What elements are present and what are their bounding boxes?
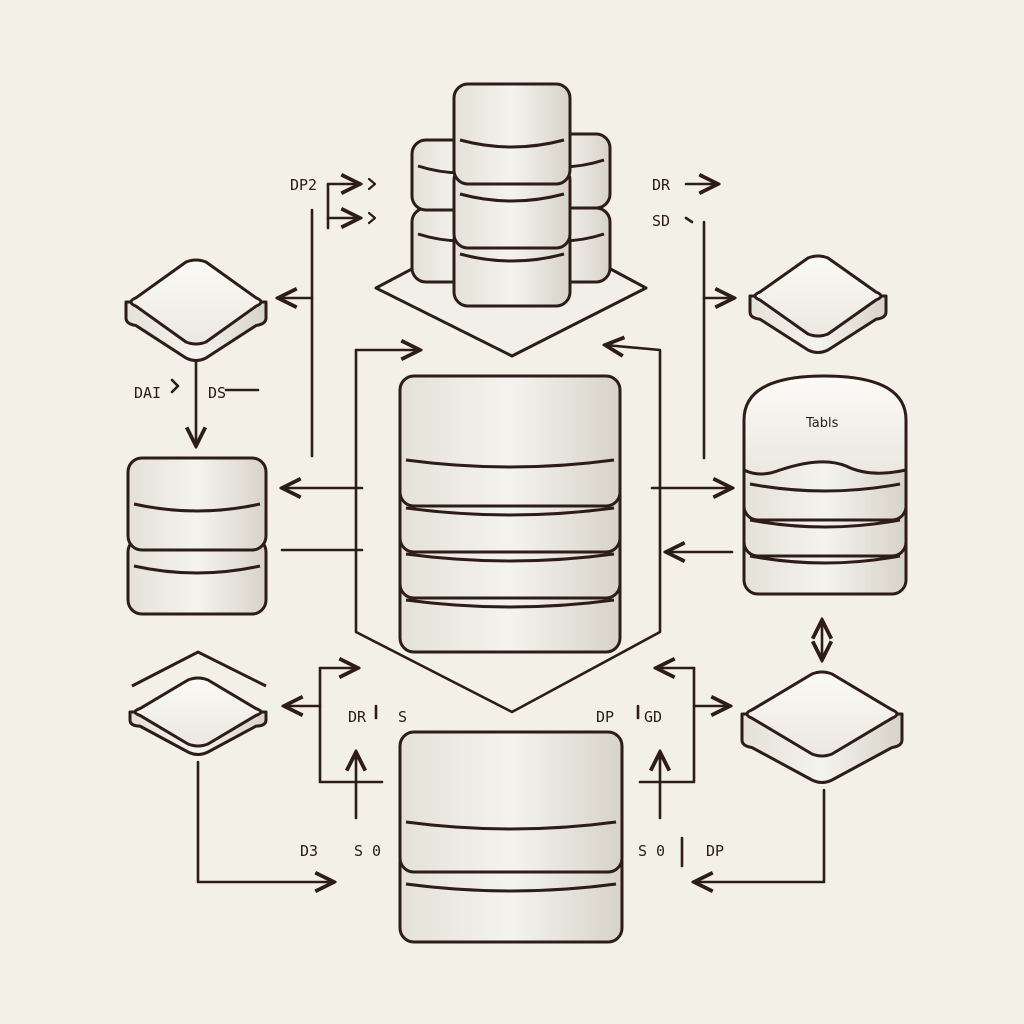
center-database-stack — [398, 374, 622, 654]
slab-left-top — [124, 258, 268, 362]
stack-block-top — [452, 82, 572, 186]
stack-layer-top — [398, 374, 622, 508]
left-two-layer-stack — [126, 456, 268, 616]
top-server-stack — [374, 82, 648, 358]
arrow-bl-to-bottom — [196, 760, 334, 882]
stack-layer-top — [398, 730, 624, 874]
arrow-br-to-bottom — [694, 788, 826, 882]
label-0-bottom: 0 — [372, 842, 381, 860]
stack-layer-top — [126, 456, 268, 552]
label-s-bottom: S — [354, 842, 363, 860]
slab-lower-left — [128, 650, 268, 756]
label-dr-lower: DR — [348, 708, 367, 726]
label-s-lower: S — [398, 708, 407, 726]
label-ds: DS — [208, 384, 226, 402]
label-dai: DAI — [134, 384, 161, 402]
label-s-bottom-right: S — [638, 842, 647, 860]
label-dp2: DP2 — [290, 176, 317, 194]
label-tables: Tabls — [805, 416, 839, 431]
bottom-two-layer-stack — [398, 730, 624, 944]
tick-sd — [684, 216, 694, 224]
chevron-icon — [367, 177, 377, 191]
slab-lower-left-body — [128, 676, 268, 756]
label-dr: DR — [652, 176, 671, 194]
label-dp-lower: DP — [596, 708, 614, 726]
label-0-bottom-right: 0 — [656, 842, 665, 860]
chevron-icon — [367, 211, 377, 225]
tables-storage-tank — [742, 374, 908, 596]
label-d3: D3 — [300, 842, 318, 860]
slab-lower-right — [740, 670, 904, 784]
slab-right-top — [748, 254, 888, 354]
label-sd: SD — [652, 212, 670, 230]
label-gd-lower: GD — [644, 708, 662, 726]
hex-right — [354, 345, 662, 714]
label-dp-bottom: DP — [706, 842, 724, 860]
chev-dai — [170, 378, 180, 394]
